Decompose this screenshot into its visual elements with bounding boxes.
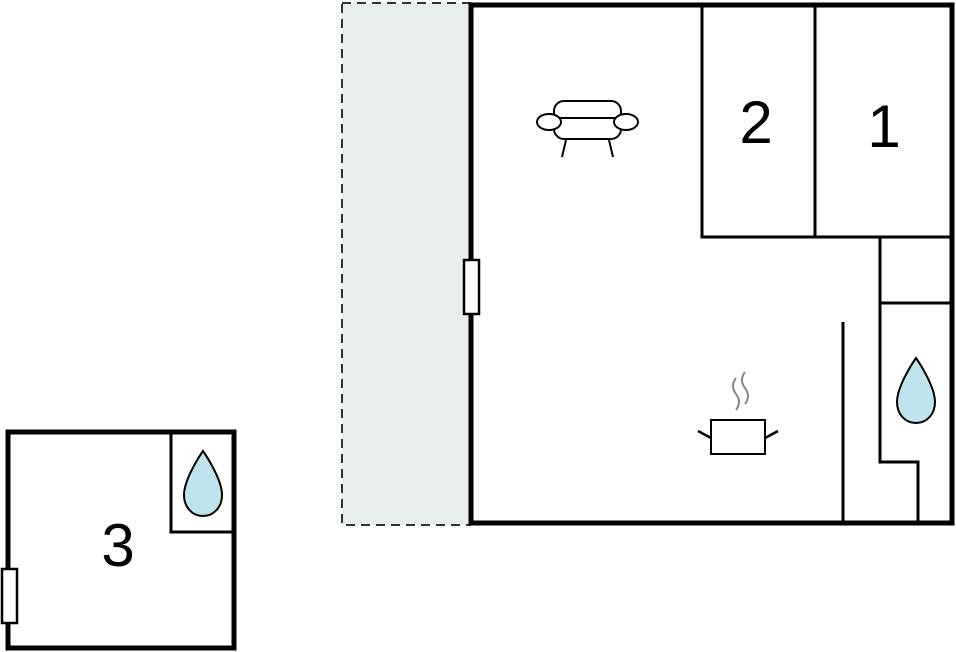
water-drop-icon — [182, 449, 224, 518]
room-label-3: 3 — [101, 512, 134, 579]
room-label-2: 2 — [739, 89, 772, 156]
terrace-area — [341, 2, 471, 526]
annex-building-outline — [5, 429, 237, 651]
door-annex — [0, 567, 19, 625]
cooking-pot-icon — [697, 371, 779, 455]
room-bedroom-2 — [700, 5, 815, 239]
closet-block — [878, 237, 952, 305]
door-main-entrance — [462, 258, 481, 316]
water-drop-icon — [895, 356, 937, 425]
room-label-1: 1 — [867, 93, 900, 160]
room-bathroom-annex — [169, 432, 234, 534]
sofa-icon — [536, 100, 639, 158]
room-bathroom-main — [878, 303, 920, 523]
